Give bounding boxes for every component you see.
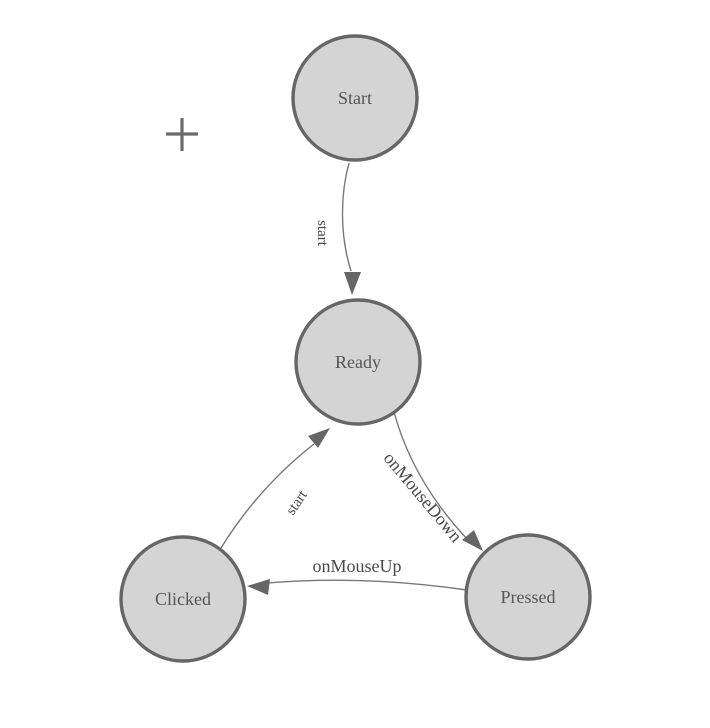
edge-ready-to-pressed[interactable] (393, 411, 470, 542)
state-node-pressed-circle (464, 533, 592, 661)
state-node-pressed[interactable]: Pressed (464, 533, 592, 661)
arrowhead-ready-to-pressed (462, 530, 483, 551)
edge-label-start-to-ready: start (314, 220, 330, 247)
state-node-clicked-circle (119, 535, 247, 663)
state-node-ready-circle (294, 298, 422, 426)
edge-clicked-to-ready[interactable] (220, 443, 315, 549)
state-node-ready[interactable]: Ready (294, 298, 422, 426)
edge-start-to-ready[interactable] (341, 162, 352, 272)
edge-pressed-to-clicked[interactable] (255, 579, 468, 591)
state-node-start[interactable]: Start (291, 34, 419, 162)
arrowhead-start-to-ready (344, 272, 361, 295)
arrowhead-clicked-to-ready (308, 428, 330, 448)
arrowhead-pressed-to-clicked (247, 579, 270, 595)
edge-label-pressed-to-clicked: onMouseUp (313, 556, 402, 576)
state-node-clicked[interactable]: Clicked (119, 535, 247, 663)
edges (220, 162, 483, 595)
state-node-start-circle (291, 34, 419, 162)
edge-label-ready-to-pressed: onMouseDown (380, 448, 467, 546)
origin-cross-icon (166, 118, 198, 151)
edge-label-clicked-to-ready: start (283, 487, 311, 518)
